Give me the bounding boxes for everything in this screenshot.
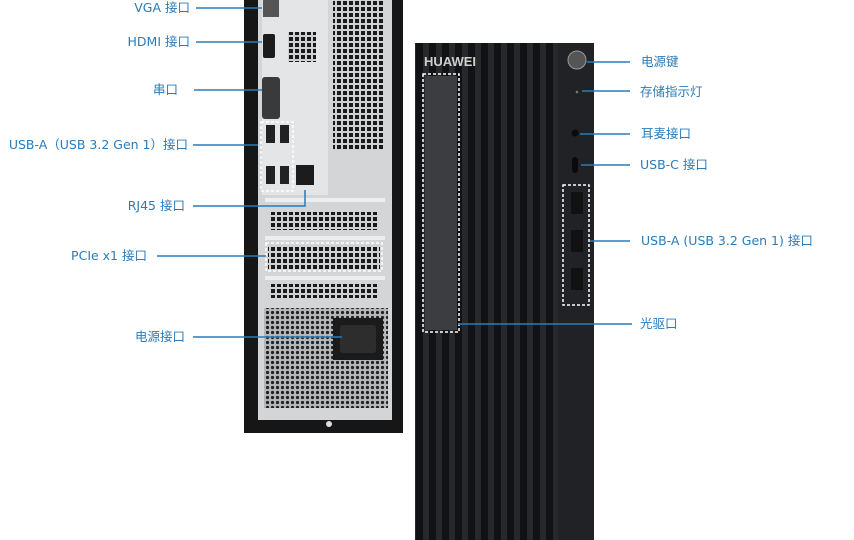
- label-rj45: RJ45 接口: [127, 198, 185, 213]
- serial-port: [262, 77, 280, 119]
- rj45-port: [296, 165, 314, 185]
- vga-port: [263, 0, 279, 17]
- label-power-connector: 电源接口: [134, 329, 185, 344]
- label-headset-jack: 耳麦接口: [641, 126, 692, 141]
- headset-jack-icon: [571, 129, 579, 137]
- label-pcie: PCIe x1 接口: [71, 248, 147, 263]
- label-power-button: 电源键: [641, 54, 679, 69]
- rear-chassis: [244, 0, 403, 433]
- usb-c-port-icon: [572, 157, 578, 173]
- usb-a-rear-highlight: [260, 121, 294, 192]
- label-optical-drive: 光驱口: [640, 316, 678, 331]
- front-tower: HUAWEI: [415, 43, 594, 540]
- brand-logo: HUAWEI: [424, 54, 476, 69]
- storage-indicator-icon: [575, 90, 579, 94]
- usb-a-front-highlight: [562, 184, 590, 306]
- label-usb-a-front: USB-A (USB 3.2 Gen 1) 接口: [641, 233, 813, 248]
- label-serial: 串口: [152, 82, 178, 97]
- hdmi-port: [263, 34, 275, 58]
- label-vga: VGA 接口: [134, 0, 190, 15]
- label-hdmi: HDMI 接口: [127, 34, 190, 49]
- label-usb-a-rear: USB-A（USB 3.2 Gen 1）接口: [8, 137, 188, 152]
- power-button-icon: [567, 50, 587, 70]
- label-usb-c: USB-C 接口: [640, 157, 708, 172]
- pcie-highlight: [265, 242, 383, 272]
- optical-drive-bay: [425, 76, 457, 330]
- leader-lines: [157, 7, 632, 338]
- label-storage-indicator: 存储指示灯: [640, 84, 703, 99]
